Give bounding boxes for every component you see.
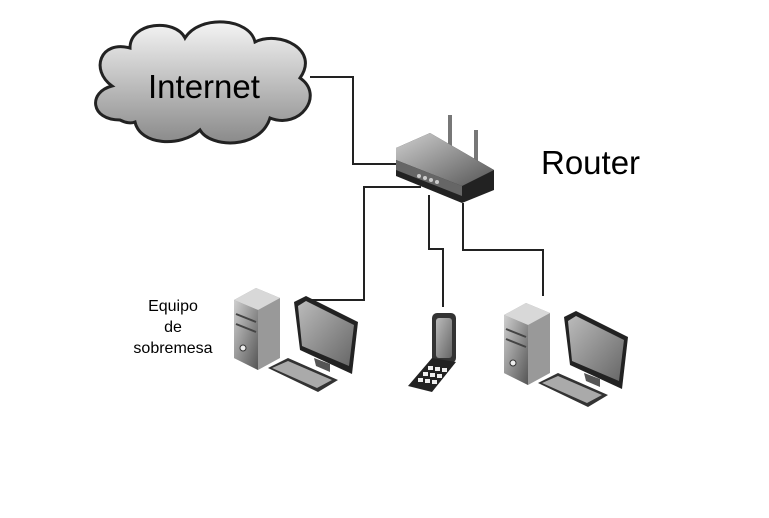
desktop-label-line: de — [164, 319, 182, 336]
cloud-icon — [94, 20, 312, 145]
line-router-phone — [428, 195, 444, 307]
line-router-desktop-right — [462, 203, 544, 296]
desktop-computer-right-icon — [503, 302, 629, 408]
desktop-label-line: sobremesa — [133, 340, 213, 357]
connection-lines — [304, 76, 544, 307]
router-label: Router — [541, 144, 641, 181]
desktop-label-line: Equipo — [148, 298, 198, 315]
desktop-computer-left-icon — [233, 287, 359, 393]
router-icon — [396, 115, 494, 203]
flip-phone-icon — [408, 313, 456, 392]
line-internet-router — [310, 76, 396, 165]
desktop-left-label: Equipo de sobremesa — [118, 296, 228, 359]
line-router-desktop-left — [304, 186, 421, 301]
internet-label: Internet — [148, 68, 260, 105]
